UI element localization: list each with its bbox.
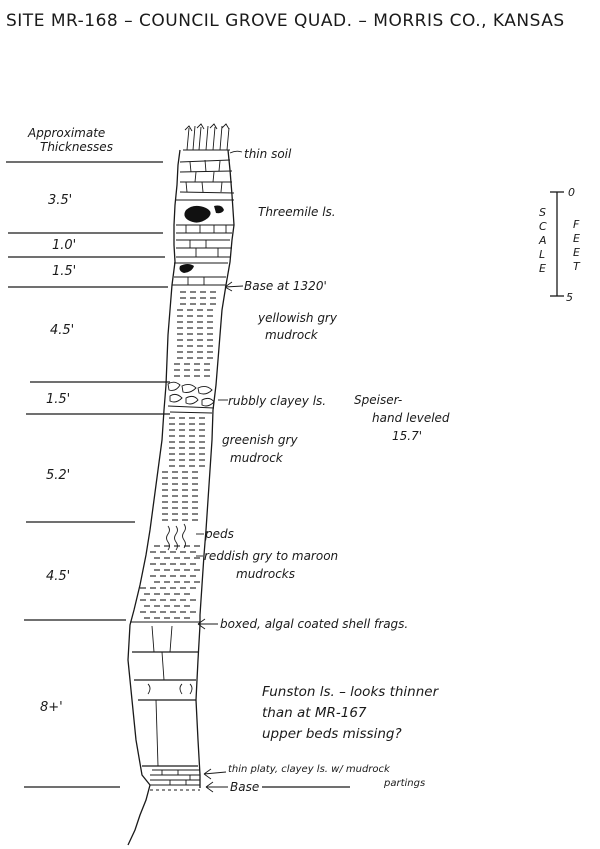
- stratigraphic-column: [127, 123, 235, 846]
- thickness-value: 3.5': [48, 193, 72, 208]
- label-rubbly: rubbly clayey ls.: [228, 394, 326, 408]
- arrow-thin-platy: [203, 768, 227, 780]
- rubbly-limestone-pattern: [167, 381, 215, 414]
- label-boxed: boxed, algal coated shell frags.: [220, 617, 408, 631]
- label-thin-platy-2: partings: [383, 778, 425, 789]
- label-yellowish-2: mudrock: [265, 328, 319, 342]
- label-reddish-2: mudrocks: [236, 567, 295, 581]
- arrow-base-at: [224, 281, 244, 292]
- label-speiser-3: 15.7': [392, 429, 422, 443]
- thickness-value: 4.5': [50, 323, 74, 338]
- column-left-edge: [127, 149, 181, 846]
- mudrock-pattern: [140, 291, 216, 619]
- column-right-edge: [195, 149, 235, 788]
- label-base-at: Base at 1320': [244, 279, 327, 293]
- soil-grass-marks: [183, 123, 230, 151]
- annotations: thin soil Threemile ls. Base at 1320' ye…: [196, 147, 450, 794]
- thickness-value: 1.5': [52, 264, 76, 279]
- thin-platy-limestone: [150, 769, 200, 786]
- label-base: Base: [230, 780, 259, 794]
- label-threemile: Threemile ls.: [258, 205, 336, 219]
- label-greenish-2: mudrock: [230, 451, 284, 465]
- chert-nodule: [184, 205, 211, 223]
- label-funston-3: upper beds missing?: [262, 726, 402, 742]
- label-yellowish-1: yellowish gry: [257, 311, 338, 325]
- label-speiser-1: Speiser-: [354, 393, 402, 407]
- thickness-value: 8+': [40, 700, 63, 715]
- label-thin-platy-1: thin platy, clayey ls. w/ mudrock: [228, 764, 391, 775]
- page-title: SITE MR-168 – COUNCIL GROVE QUAD. – MORR…: [6, 11, 565, 31]
- thickness-header-line1: Approximate: [27, 126, 105, 140]
- scale-bottom-value: 5: [566, 291, 573, 304]
- thickness-value: 4.5': [46, 569, 70, 584]
- label-speiser-2: hand leveled: [372, 411, 450, 425]
- arrow-boxed: [197, 618, 218, 630]
- chert-nodule: [214, 205, 224, 214]
- peds-pattern: [166, 523, 186, 551]
- chert-nodule: [179, 264, 194, 273]
- thickness-header-line2: Thicknesses: [40, 140, 113, 154]
- thickness-value: 1.5': [46, 392, 70, 407]
- label-greenish-1: greenish gry: [222, 433, 298, 447]
- label-thin-soil: thin soil: [244, 147, 292, 161]
- thickness-value: 5.2': [46, 468, 70, 483]
- scale-top-value: 0: [568, 186, 575, 199]
- thickness-value: 1.0': [52, 238, 76, 253]
- label-funston-2: than at MR-167: [262, 705, 367, 721]
- unit-boundary-lines: [6, 161, 170, 788]
- label-peds: peds: [204, 527, 234, 541]
- label-funston-1: Funston ls. – looks thinner: [262, 684, 440, 700]
- arrow-base: [205, 781, 228, 793]
- funston-limestone-blocks: [132, 625, 198, 767]
- label-reddish-1: reddish gry to maroon: [204, 549, 338, 563]
